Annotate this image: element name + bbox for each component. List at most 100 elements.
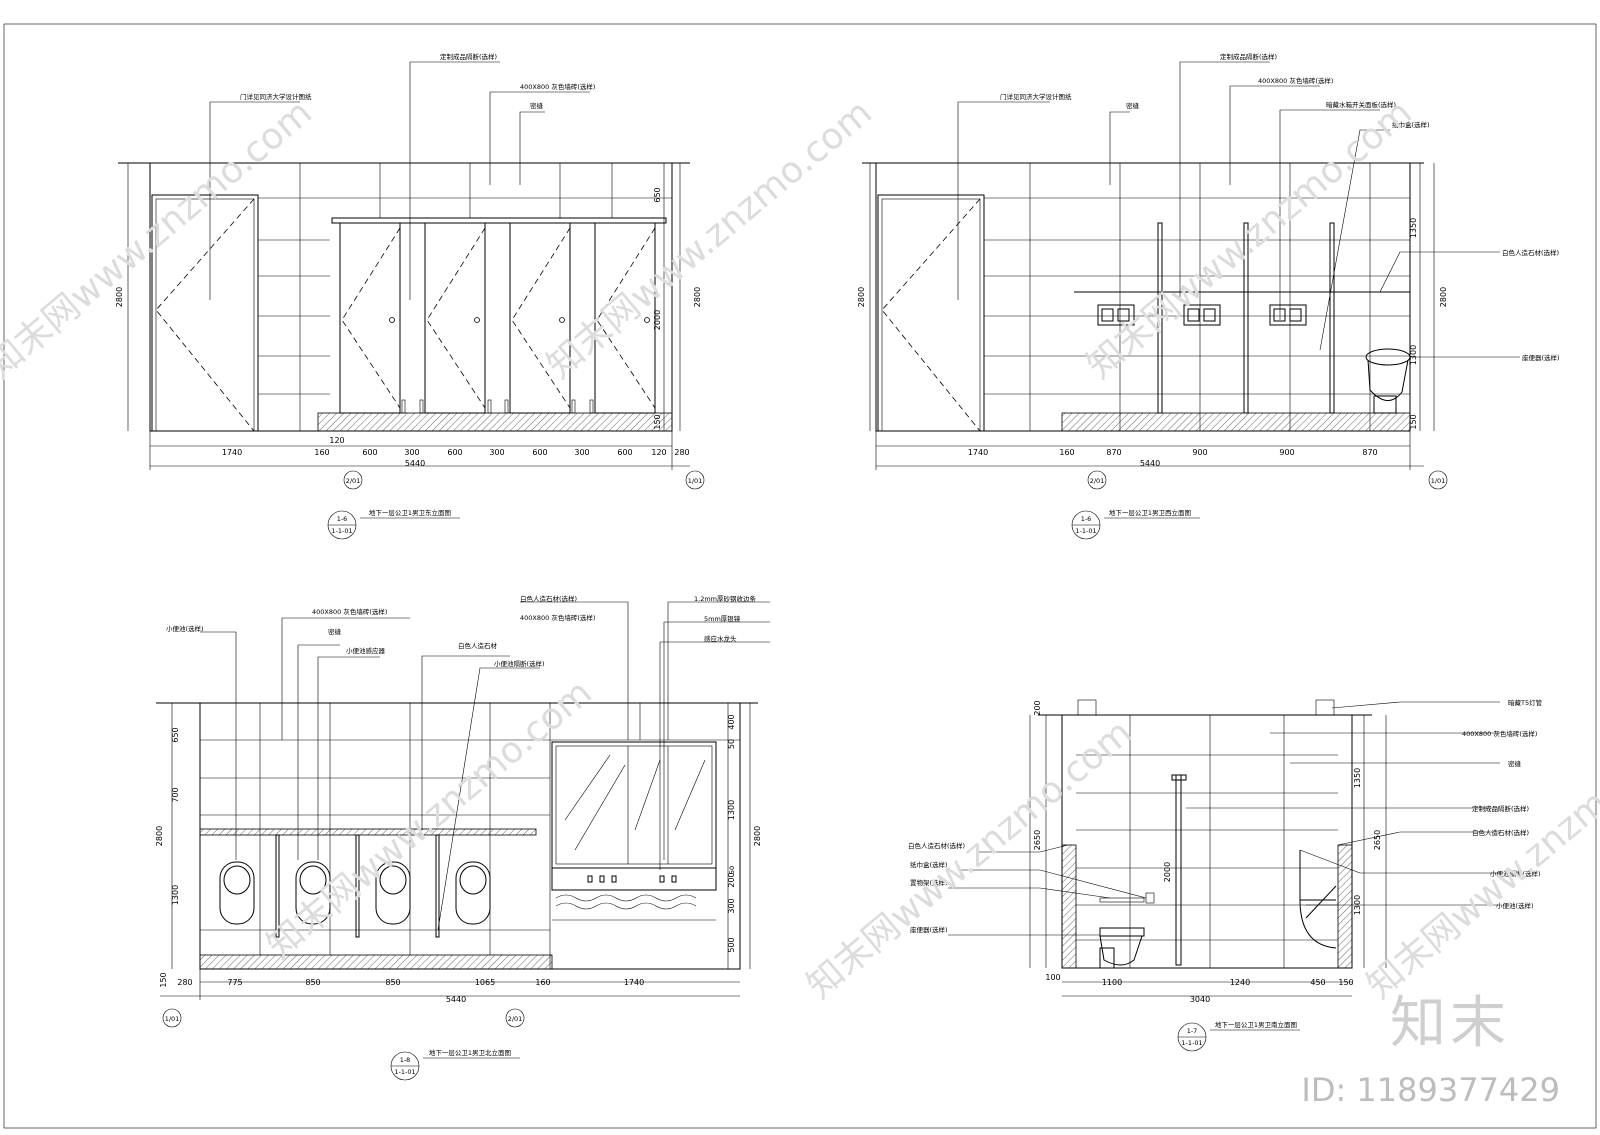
urinal-side: [1299, 850, 1337, 949]
view-3-dims: 280 775 850 850 1065 160 1740 5440 1/01 …: [155, 714, 762, 1076]
label: 400X800 灰色墙砖(选样): [520, 82, 595, 91]
label: 白色人造石材(选样): [908, 841, 965, 850]
dimension: 600: [447, 448, 462, 457]
elevation-view-2: [862, 61, 1520, 540]
label: 定制成品隔断(选样): [440, 52, 497, 61]
view-1-dims: 1740 160 600 300 600 300 600 300 600 120…: [115, 187, 702, 535]
flush-panels: [1097, 304, 1307, 326]
mirror: [551, 741, 717, 869]
label: 400X800 灰色墙砖(选样): [312, 607, 387, 616]
label: 密缝: [1508, 759, 1522, 768]
dimension: 850: [305, 978, 320, 987]
axis-tag: 1/01: [165, 1015, 180, 1023]
label: 1.2mm厚砂钢收边条: [694, 594, 757, 603]
dimension: 2800: [1439, 287, 1448, 307]
total-dimension: 5440: [405, 459, 425, 468]
watermarks: 知末网www.znzmo.com 知末网www.znzmo.com 知末网www…: [0, 92, 1600, 1007]
total-dimension: 3040: [1190, 995, 1210, 1004]
label: 400X800 灰色墙砖(选样): [1462, 729, 1537, 738]
watermark-text: 知末网www.znzmo.com: [259, 672, 599, 967]
dimension: 2800: [155, 826, 164, 846]
label: 小便池隔断(选样): [494, 659, 545, 668]
dimension: 150: [1338, 978, 1353, 987]
dimension: 150: [653, 414, 662, 429]
label: 座便器(选样): [910, 925, 948, 934]
dimension: 700: [171, 787, 180, 802]
view-title: 地下一层公卫1男卫南立面图: [1215, 1020, 1297, 1029]
label: 门详见同济大学设计图纸: [1000, 92, 1072, 101]
label: 小便池感应器: [346, 646, 386, 655]
dimension: 100: [1045, 973, 1060, 982]
label: 小便池(选样): [1496, 901, 1534, 910]
view-title: 地下一层公卫1男卫东立面图: [369, 508, 451, 517]
dimension: 300: [404, 448, 419, 457]
dimension: 600: [617, 448, 632, 457]
view-title: 地下一层公卫1男卫北立面图: [429, 1048, 511, 1057]
sheet-border: [3, 23, 1597, 1129]
view-2-labels: 定制成品隔断(选样) 400X800 灰色墙砖(选样) 门详见同济大学设计图纸 …: [1000, 52, 1560, 362]
label: 纸巾盒(选样): [1392, 120, 1430, 129]
label: 定制成品隔断(选样): [1472, 804, 1529, 813]
axis-tag: 2/01: [508, 1015, 523, 1023]
label: 定制成品隔断(选样): [1220, 52, 1277, 61]
watermark-text: 知末网www.znzmo.com: [539, 92, 879, 387]
dimension: 900: [1279, 448, 1294, 457]
dimension: 1300: [171, 885, 180, 905]
dimension: 2800: [693, 287, 702, 307]
watermark-text: 知末网www.znzmo.com: [0, 92, 320, 387]
dimension: 2650: [1373, 830, 1382, 850]
dimension: 300: [489, 448, 504, 457]
label: 白色人造石材(选样): [1502, 248, 1559, 257]
door: [877, 194, 985, 432]
dimension: 450: [1310, 978, 1325, 987]
label: 小便池(选样): [166, 624, 204, 633]
label: 暗藏T5灯管: [1508, 698, 1543, 707]
dimension: 1350: [1353, 768, 1362, 788]
dimension: 2800: [115, 287, 124, 307]
dimension: 120: [329, 436, 344, 445]
label: 感应水龙头: [704, 634, 737, 643]
axis-tag: 2/01: [346, 477, 361, 485]
dimension: 1065: [475, 978, 495, 987]
watermark-text: 知末网www.znzmo.com: [799, 712, 1139, 1007]
dimension: 2800: [857, 287, 866, 307]
elevation-view-4: [948, 699, 1500, 1052]
dimension: 160: [535, 978, 550, 987]
dimension: 1300: [1353, 895, 1362, 915]
toilet: [1365, 348, 1411, 414]
dimension: 870: [1362, 448, 1377, 457]
view-2-dims: 1740 160 870 900 900 870 5440 2/01 1/01 …: [857, 218, 1448, 535]
view-3-labels: 白色人造石材(选样) 400X800 灰色墙砖(选样) 1.2mm厚砂钢收边条 …: [166, 594, 757, 668]
dimension: 160: [1059, 448, 1074, 457]
dimension: 650: [171, 727, 180, 742]
dimension: 1300: [727, 800, 736, 820]
dimension: 900: [1192, 448, 1207, 457]
dimension: 120: [651, 448, 666, 457]
view-tag: 1-7: [1187, 1027, 1198, 1035]
dimension: 280: [177, 978, 192, 987]
label: 暗藏水箱开关面板(选样): [1326, 100, 1396, 109]
dimension: 1300: [1409, 345, 1418, 365]
dimension: 150: [1409, 414, 1418, 429]
brand-logo: 知末: [1390, 991, 1510, 1056]
view-tag: 1-1-01: [1181, 1039, 1202, 1047]
dimension: 200: [727, 872, 736, 887]
label: 门详见同济大学设计图纸: [240, 92, 312, 101]
dimension: 1740: [968, 448, 988, 457]
label: 5mm厚银镜: [704, 614, 741, 623]
dimension: 600: [532, 448, 547, 457]
label: 400X800 灰色墙砖(选样): [1258, 76, 1333, 85]
id-label: ID: 1189377429: [1301, 1071, 1560, 1109]
dimension: 300: [574, 448, 589, 457]
label: 白色人造石材(选样): [520, 594, 577, 603]
axis-tag: 1/01: [688, 477, 703, 485]
elevation-view-3: [156, 601, 770, 1081]
view-tag: 1-6: [1081, 515, 1092, 523]
label: 密缝: [1126, 101, 1140, 110]
dimension: 50: [728, 866, 736, 874]
label: 400X800 灰色墙砖(选样): [520, 613, 595, 622]
dimension: 850: [385, 978, 400, 987]
view-tag: 1-6: [337, 515, 348, 523]
axis-tag: 2/01: [1090, 477, 1105, 485]
dimension: 200: [1033, 700, 1042, 715]
